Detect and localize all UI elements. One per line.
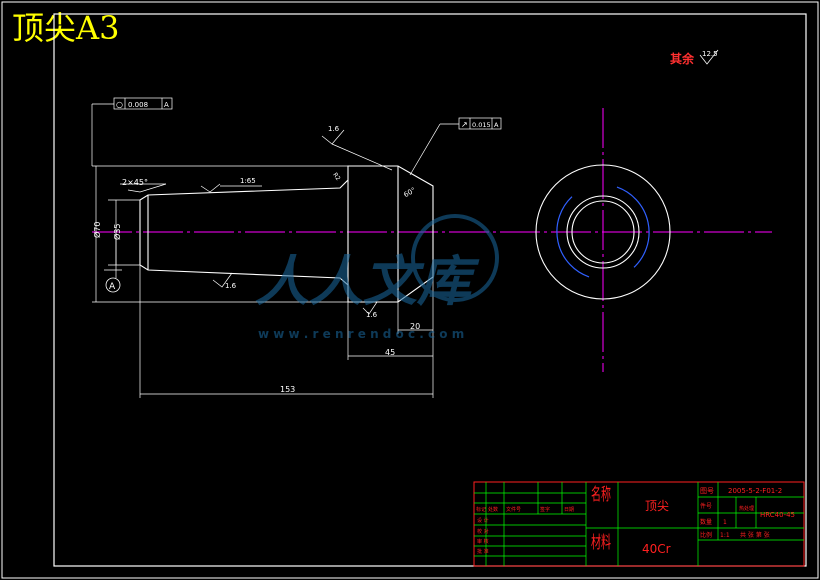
circularity-tolerance-frame: ○ 0.008 A <box>91 97 173 166</box>
circularity-tolerance: 0.008 <box>128 101 148 109</box>
drawing-no-label: 图号 <box>700 487 714 495</box>
end-view <box>535 164 671 300</box>
role-label: 校 对 <box>477 528 489 535</box>
radius-label: R2 <box>331 171 341 182</box>
angle-label: 60° <box>402 186 417 199</box>
dim-length-153: 153 <box>280 385 295 394</box>
title-block: 名称 材料 顶尖 40Cr 图号 2005-5-2-F01-2 件号 数量 1 … <box>473 481 805 567</box>
circularity-ref: A <box>164 101 169 109</box>
name-label: 名称 <box>591 485 611 505</box>
runout-tolerance: 0.015 <box>472 121 491 129</box>
ratio-label: 比例 <box>700 531 712 539</box>
watermark: 人人文库 w w w . r e n r e n d o c . c o m <box>255 214 499 341</box>
drawing-title: 顶尖A3 <box>12 9 120 47</box>
surface-note-value: 12.5 <box>702 50 718 58</box>
role-labels: 设 计校 对审 核批 准 <box>477 517 489 555</box>
datum-a-symbol: A <box>104 269 122 293</box>
watermark-brand: 人人文库 <box>255 250 480 313</box>
part-name: 顶尖 <box>645 499 669 513</box>
revision-header: 处数 <box>488 506 498 513</box>
qty-value: 1 <box>723 519 727 526</box>
chamfer-label: 2×45° <box>122 178 148 187</box>
watermark-url: w w w . r e n r e n d o c . c o m <box>258 327 464 341</box>
revision-headers: 标记处数 文件号 签字 日期 <box>476 506 574 513</box>
runout-icon: ↗ <box>461 120 468 129</box>
surface-finish-note: 其余 12.5 <box>670 49 719 66</box>
runout-tolerance-frame: ↗ 0.015 A <box>409 117 502 176</box>
hardness-value: HRC40-45 <box>760 511 795 519</box>
revision-header: 签字 <box>540 506 550 513</box>
surface-note-prefix: 其余 <box>670 51 695 66</box>
sheets-label: 共 张 第 张 <box>740 531 770 539</box>
roughness-bottom1-label: 1.6 <box>225 282 237 290</box>
dim-diameter-large: Ø70 <box>92 222 102 238</box>
revision-header: 标记 <box>476 506 486 513</box>
inner-border <box>53 13 807 567</box>
material-label: 材料 <box>591 533 611 553</box>
qty-label: 件号 <box>700 502 712 510</box>
ratio-value: 1:1 <box>720 532 730 539</box>
role-label: 批 准 <box>477 548 489 555</box>
scale-label: 数量 <box>700 518 712 526</box>
roughness-top-label: 1.6 <box>328 125 340 133</box>
runout-ref: A <box>494 121 499 129</box>
dimension-lines <box>92 165 434 398</box>
material-value: 40Cr <box>642 542 671 556</box>
hardness-label: 热处理 <box>739 505 754 512</box>
circularity-icon: ○ <box>116 100 123 109</box>
dim-length-20: 20 <box>410 322 420 331</box>
role-label: 审 核 <box>477 538 489 545</box>
role-label: 设 计 <box>477 517 489 524</box>
roughness-symbol-icon <box>699 49 719 65</box>
drawing-no-value: 2005-5-2-F01-2 <box>728 487 782 495</box>
datum-label: A <box>109 282 116 292</box>
dim-diameter-small: Ø35 <box>112 224 122 240</box>
roughness-callouts <box>120 129 393 315</box>
revision-header: 日期 <box>564 507 574 513</box>
roughness-bottom2-label: 1.6 <box>366 311 378 319</box>
taper-label: 1:65 <box>240 177 256 185</box>
dim-length-45: 45 <box>385 348 395 357</box>
revision-header: 文件号 <box>506 506 521 513</box>
